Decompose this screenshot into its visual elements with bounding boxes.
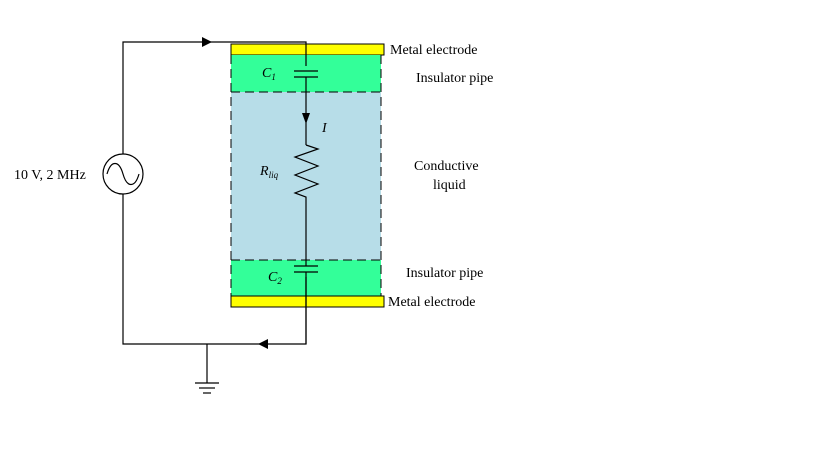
- source-label: 10 V, 2 MHz: [14, 168, 86, 183]
- current-label: I: [321, 121, 328, 136]
- ac-source-icon: [102, 153, 144, 195]
- capacitor-c1: [294, 70, 318, 145]
- liquid-label-line2: liquid: [433, 178, 466, 193]
- bottom-electrode-label: Metal electrode: [388, 295, 475, 310]
- capacitor-c2: [294, 265, 318, 344]
- bottom-insulator-label: Insulator pipe: [406, 266, 483, 281]
- top-metal-electrode: [230, 43, 385, 56]
- liquid-label-line1: Conductive: [414, 159, 479, 174]
- current-arrow-top: [202, 37, 212, 47]
- resistor-rliq: [293, 144, 320, 266]
- current-arrow-bottom: [258, 339, 268, 349]
- c2-label: C2: [268, 270, 282, 286]
- top-insulator-label: Insulator pipe: [416, 71, 493, 86]
- bottom-metal-electrode: [230, 295, 385, 308]
- ground-icon: [195, 382, 219, 394]
- c1-label: C1: [262, 66, 276, 82]
- rliq-label: Rliq: [259, 164, 279, 180]
- top-electrode-label: Metal electrode: [390, 43, 477, 58]
